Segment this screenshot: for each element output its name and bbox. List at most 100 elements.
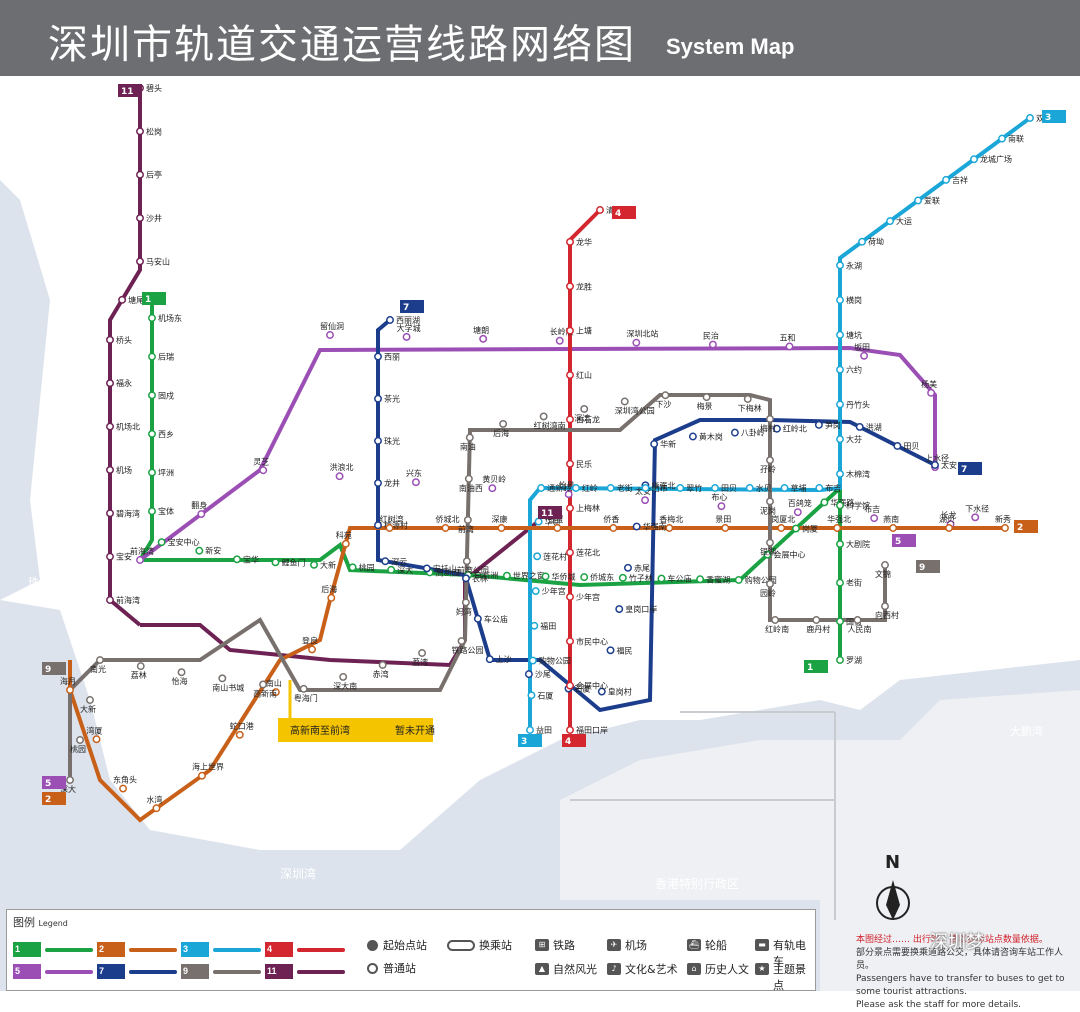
svg-text:N: N: [885, 852, 900, 873]
station-marker: [497, 524, 506, 532]
station-marker: [197, 510, 206, 518]
station-marker: [527, 691, 536, 700]
station-marker: [533, 552, 542, 561]
line-badge-number: 7: [403, 303, 409, 313]
station-marker: [566, 726, 574, 734]
station-marker: [745, 484, 754, 492]
station-label: 前湾公园: [457, 565, 489, 575]
station-label: 老街: [617, 483, 633, 493]
line-badge: [892, 534, 916, 547]
station-marker: [777, 524, 786, 532]
line-badge-number: 7: [961, 465, 967, 475]
station-marker: [597, 687, 606, 696]
station-label: 红山: [576, 370, 592, 380]
station-marker: [299, 684, 308, 693]
station-label: 机场北: [116, 422, 140, 432]
line-11-path-east: [140, 518, 542, 668]
station-marker: [233, 555, 241, 564]
station-marker: [339, 672, 348, 681]
line-badge: [958, 462, 982, 475]
construction-text: 高新南至前湾: [290, 724, 350, 737]
station-label: 草埔: [791, 483, 807, 493]
station-label: 深圳北站: [626, 329, 658, 339]
line-badge-number: 3: [521, 737, 527, 747]
legend-badge-3: 3: [181, 942, 209, 957]
station-label: 沙井: [146, 213, 162, 223]
station-label: 翻身: [191, 500, 207, 510]
station-marker: [812, 616, 821, 624]
line-badge: [538, 506, 562, 519]
station-label: 海上世界: [192, 762, 224, 772]
station-label: 前海湾: [130, 546, 154, 556]
line-badge-number: 9: [919, 563, 925, 573]
station-marker: [374, 352, 382, 361]
line-badge: [1014, 520, 1038, 533]
station-label: 宝安: [116, 552, 132, 562]
station-marker: [771, 616, 780, 624]
station-marker: [86, 696, 94, 704]
station-label: 益田: [536, 725, 552, 735]
station-label: 车公庙: [484, 614, 508, 624]
station-label: 香蜜湖: [706, 574, 730, 584]
station-label: 高新园: [436, 567, 460, 577]
station-label: 黄贝岭: [482, 474, 506, 484]
station-label: 深大: [397, 565, 413, 575]
station-label: 塘尾: [128, 295, 144, 305]
station-label: 大新: [80, 704, 96, 714]
station-marker: [836, 400, 844, 409]
station-marker: [539, 412, 548, 421]
station-label: 孖岭: [760, 464, 776, 474]
station-marker: [66, 686, 74, 694]
station-marker: [708, 340, 717, 349]
station-marker: [566, 592, 574, 601]
station-label: 五和: [779, 333, 795, 342]
station-label: 鲤鱼门: [281, 557, 305, 567]
station-label: 深云: [391, 557, 407, 566]
station-marker: [148, 507, 156, 516]
station-label: 大剧院: [846, 539, 870, 549]
station-label: 深大南: [333, 681, 357, 691]
station-label: 桃园: [70, 744, 86, 754]
line-badge: [562, 734, 586, 747]
construction-text-2: 暂未开通: [395, 725, 435, 737]
station-marker: [945, 524, 954, 532]
station-marker: [702, 393, 711, 402]
station-label: 茶光: [384, 394, 400, 404]
station-label: 皇岗口岸: [625, 604, 657, 614]
station-label: 白石洲: [474, 570, 498, 580]
station-label: 田贝: [903, 442, 919, 451]
region-shenzhen-bay: 深圳湾: [280, 866, 316, 881]
station-label: 侨香: [603, 514, 619, 524]
station-marker: [620, 397, 629, 406]
station-marker: [791, 524, 800, 533]
station-label: 南山: [266, 678, 282, 688]
station-label: 红树湾: [380, 514, 404, 524]
station-label: 布吉: [864, 504, 880, 514]
station-label: 上梅林: [576, 503, 600, 513]
station-label: 长龙: [941, 510, 957, 520]
station-label: 爱联: [924, 196, 940, 205]
station-label: 登良: [302, 635, 318, 645]
station-marker: [441, 524, 450, 532]
watermark: 深圳梦: [930, 932, 984, 953]
station-marker: [152, 804, 161, 813]
station-label: 机场东: [158, 313, 182, 323]
station-marker: [524, 670, 533, 679]
station-label: 农林: [472, 573, 488, 583]
region-hk: 香港特别行政区: [655, 876, 739, 891]
construction-notice: 高新南至前湾 暂未开通: [278, 680, 435, 742]
legend-history: 历史人文: [705, 963, 749, 976]
station-marker: [696, 575, 705, 584]
station-label: 侨城东: [590, 572, 614, 582]
station-marker: [566, 415, 574, 424]
station-label: 六约: [846, 365, 862, 375]
line-badge: [42, 792, 66, 805]
theme-icon: ★: [755, 963, 769, 975]
station-label: 高新南: [253, 688, 277, 698]
line-badge: [612, 206, 636, 219]
station-marker: [657, 574, 666, 583]
station-marker: [381, 557, 390, 566]
station-marker: [893, 442, 902, 450]
normal-station-icon: [367, 963, 378, 974]
legend-line-4: [297, 948, 345, 952]
